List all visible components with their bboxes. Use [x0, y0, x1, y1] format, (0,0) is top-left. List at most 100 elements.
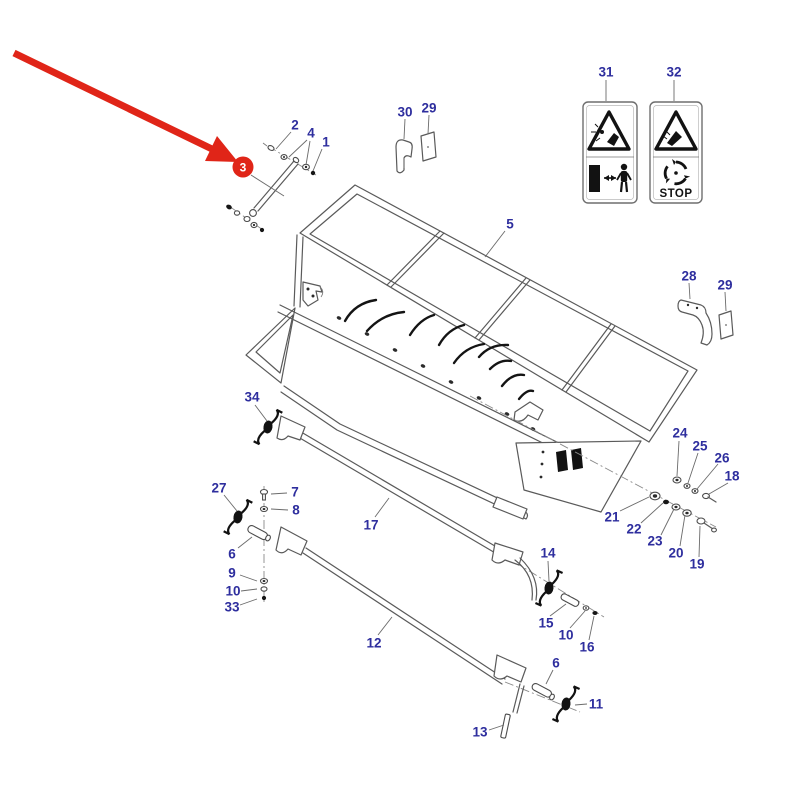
leader-line-12	[377, 616, 393, 636]
leader-line-24	[676, 440, 680, 477]
callout-20: 20	[668, 546, 683, 561]
rod-17	[276, 415, 538, 601]
plate-29-top	[420, 131, 437, 162]
leader-line-14	[547, 560, 550, 582]
callout-5: 5	[506, 217, 514, 232]
warning-label-32: STOP	[649, 101, 703, 204]
leader-line-2	[275, 131, 292, 150]
turnbuckle-rod-3	[226, 142, 316, 233]
leader-line-1	[312, 148, 323, 172]
warning-triangle-flail-icon	[587, 110, 631, 151]
callout-9: 9	[228, 566, 236, 581]
leader-line-20	[679, 514, 686, 547]
fastener-cluster-bottom	[531, 682, 555, 701]
callout-17: 17	[363, 518, 378, 533]
leader-line-26	[696, 463, 719, 490]
callout-12: 12	[366, 636, 381, 651]
callout-28: 28	[681, 269, 697, 284]
leader-line-25	[687, 452, 699, 484]
leader-line-30	[403, 118, 406, 140]
machine-drawing: STOP	[217, 101, 734, 739]
callout-13: 13	[472, 725, 488, 740]
bracket-30	[395, 139, 413, 174]
leader-line-16	[588, 615, 595, 641]
leader-line-4	[305, 140, 311, 166]
callout-29: 29	[717, 278, 732, 293]
callout-22: 22	[626, 522, 641, 537]
leader-line-27	[223, 494, 238, 512]
highlight-circle-part-3	[232, 156, 254, 178]
leader-line-17	[374, 497, 390, 518]
leader-line-3	[250, 174, 285, 197]
leader-line-13	[488, 724, 505, 731]
leader-line-7	[270, 492, 288, 495]
callout-23: 23	[647, 534, 663, 549]
tine-arcs	[343, 298, 535, 401]
callout-27: 27	[211, 481, 226, 496]
callout-25: 25	[692, 439, 708, 454]
warning-label-31	[582, 101, 638, 204]
rotating-blade-stop-icon	[663, 159, 691, 186]
callout-15: 15	[538, 616, 554, 631]
callout-4: 4	[307, 126, 315, 141]
leader-line-5	[484, 230, 506, 258]
callout-2: 2	[291, 118, 299, 133]
leader-line-29	[427, 114, 430, 135]
callout-14: 14	[540, 546, 556, 561]
leader-line-11	[574, 703, 588, 706]
callout-18: 18	[724, 469, 740, 484]
callout-7: 7	[291, 485, 299, 500]
leader-line-8	[270, 508, 289, 511]
fastener-cluster-mid	[560, 593, 598, 615]
leader-line-23	[660, 508, 675, 536]
fastener-cluster-left	[247, 488, 271, 601]
callout-32: 32	[666, 65, 681, 80]
leader-line-9	[239, 574, 258, 582]
leader-line-18	[708, 482, 729, 495]
callout-10: 10	[558, 628, 573, 643]
callout-24: 24	[672, 426, 688, 441]
leader-line-4	[288, 139, 308, 158]
red-arrow-shaft	[12, 49, 216, 154]
left-end-frame	[245, 234, 324, 384]
leader-line-34	[254, 404, 268, 422]
leader-line-22	[640, 502, 664, 524]
leader-line-21	[619, 496, 650, 512]
callout-33: 33	[224, 600, 240, 615]
callout-6: 6	[552, 656, 560, 671]
bracket-28	[677, 299, 713, 346]
callout-8: 8	[292, 503, 300, 518]
plate-29-right	[718, 310, 734, 340]
callout-3: 3	[240, 161, 247, 175]
callout-34: 34	[244, 390, 260, 405]
fastener-cluster-right	[649, 476, 717, 533]
callout-31: 31	[598, 65, 614, 80]
red-arrow-head	[205, 136, 238, 162]
keep-distance-icon	[589, 163, 632, 193]
leader-line-10	[569, 610, 586, 629]
rod-12	[275, 526, 527, 739]
callout-21: 21	[604, 510, 620, 525]
callout-30: 30	[397, 105, 412, 120]
leader-line-33	[239, 598, 258, 606]
callout-1: 1	[322, 135, 330, 150]
leader-line-15	[549, 603, 567, 617]
callout-29: 29	[421, 101, 436, 116]
highlight-arrow	[12, 49, 238, 162]
warning-triangle-cut-icon	[654, 110, 698, 151]
callout-16: 16	[579, 640, 595, 655]
hole-row	[336, 316, 536, 431]
leader-line-10	[240, 588, 258, 592]
callout-19: 19	[689, 557, 704, 572]
leader-line-19	[698, 525, 701, 558]
stop-text: STOP	[659, 188, 692, 200]
callout-6: 6	[228, 547, 236, 562]
end-plate	[513, 401, 642, 513]
guard-frame	[299, 184, 698, 443]
leader-line-29	[724, 291, 727, 312]
clip-11	[544, 684, 588, 724]
leader-line-6	[237, 536, 253, 549]
callout-11: 11	[589, 697, 604, 712]
